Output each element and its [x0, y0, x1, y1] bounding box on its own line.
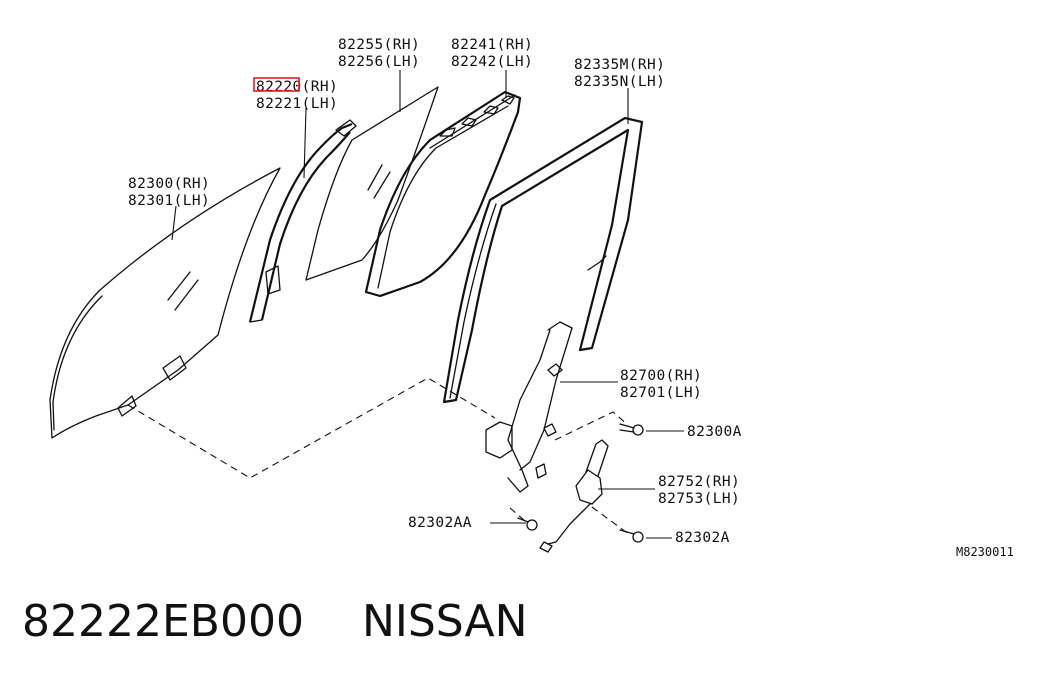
window-regulator-82700 — [485, 321, 573, 493]
svg-text:82255(RH): 82255(RH) — [338, 37, 420, 53]
callout-82300: 82300(RH) 82301(LH) — [128, 176, 210, 209]
svg-text:82335M(RH): 82335M(RH) — [574, 57, 665, 73]
bolt-82300A — [619, 423, 644, 436]
diagram-code: M8230011 — [956, 545, 1014, 559]
callout-82300A: 82300A — [687, 424, 742, 440]
dashed-alignment-lines — [127, 377, 631, 536]
svg-text:82256(LH): 82256(LH) — [338, 54, 420, 70]
caption: 82222EB000 NISSAN — [22, 596, 528, 647]
partition-glass-82255 — [305, 86, 439, 281]
svg-text:82241(RH): 82241(RH) — [451, 37, 533, 53]
glass-run-82241 — [364, 90, 522, 298]
callout-82700: 82700(RH) 82701(LH) — [620, 368, 702, 401]
part-number: 82222EB000 — [22, 596, 304, 647]
svg-text:82302A: 82302A — [675, 530, 730, 546]
svg-text:82302AA: 82302AA — [408, 515, 472, 531]
svg-text:82300(RH): 82300(RH) — [128, 176, 210, 192]
bolt-82302AA — [517, 517, 538, 531]
regulator-motor-82752 — [539, 439, 609, 553]
leader-lines — [171, 70, 684, 539]
callout-82752: 82752(RH) 82753(LH) — [658, 474, 740, 507]
callout-82220: 82220(RH) 82221(LH) — [253, 77, 338, 112]
callout-82241: 82241(RH) 82242(LH) — [451, 37, 533, 70]
svg-text:82752(RH): 82752(RH) — [658, 474, 740, 490]
svg-text:82242(LH): 82242(LH) — [451, 54, 533, 70]
svg-text:82753(LH): 82753(LH) — [658, 491, 740, 507]
svg-text:82701(LH): 82701(LH) — [620, 385, 702, 401]
svg-text:82221(LH): 82221(LH) — [256, 96, 338, 112]
callout-82302AA: 82302AA — [408, 515, 472, 531]
svg-text:82301(LH): 82301(LH) — [128, 193, 210, 209]
svg-text:82700(RH): 82700(RH) — [620, 368, 702, 384]
door-glass-82300 — [49, 167, 281, 439]
svg-text:82335N(LH): 82335N(LH) — [574, 74, 665, 90]
highlight-box — [253, 77, 300, 92]
svg-text:82220(RH): 82220(RH) — [256, 79, 338, 95]
brand-name: NISSAN — [361, 596, 528, 647]
glass-run-channel-82220 — [248, 119, 357, 323]
weatherstrip-82335 — [442, 116, 644, 404]
svg-text:82300A: 82300A — [687, 424, 742, 440]
callout-82335: 82335M(RH) 82335N(LH) — [574, 57, 665, 90]
callout-82255: 82255(RH) 82256(LH) — [338, 37, 420, 70]
bolt-82302A — [619, 529, 644, 543]
callout-82302A: 82302A — [675, 530, 730, 546]
